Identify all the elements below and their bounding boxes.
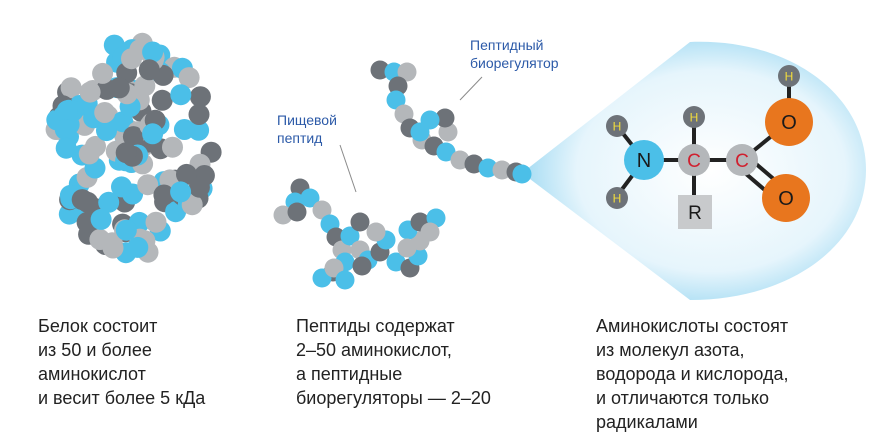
protein-bead — [54, 119, 76, 141]
protein-bead — [137, 174, 159, 196]
food-peptide-bead — [335, 270, 355, 290]
hydrogen-label-n-top: H — [613, 120, 622, 134]
food-peptide-bead — [312, 200, 332, 220]
hydrogen-label-n-bottom: H — [613, 192, 622, 206]
hydrogen-atom-n-top — [606, 115, 628, 137]
protein-bead — [78, 143, 100, 165]
protein-bead — [111, 176, 132, 198]
bioregulator-bead — [436, 142, 456, 162]
food-peptide-bead — [352, 256, 372, 276]
alpha-carbon-atom — [678, 144, 710, 176]
protein-bead — [145, 211, 167, 233]
food-peptide-chain — [273, 178, 446, 290]
protein-bead — [60, 77, 82, 99]
hydroxyl-oxygen-label: O — [781, 112, 797, 134]
hydrogen-label-alpha: H — [690, 111, 699, 125]
food-peptide-bead — [300, 188, 320, 208]
protein-bead — [170, 84, 192, 106]
amino-acids-caption: Аминокислоты состоят из молекул азота, в… — [596, 316, 789, 432]
protein-bead — [178, 67, 200, 89]
bioregulator-bead — [410, 122, 430, 142]
protein-bead — [151, 89, 173, 111]
protein-caption: Белок состоит из 50 и более аминокислот … — [38, 316, 206, 408]
food-peptide-bead — [324, 258, 344, 278]
hydroxyl-oxygen-atom — [765, 98, 813, 146]
protein-bead — [142, 41, 164, 63]
protein-bead — [71, 189, 93, 211]
food-peptide-label: Пищевой пептид — [277, 112, 337, 146]
bioregulator-bead — [512, 164, 532, 184]
protein-bead — [138, 59, 160, 81]
food-peptide-pointer — [339, 144, 357, 193]
hydrogen-atom-hydroxyl — [778, 65, 800, 87]
alpha-carbon-label: C — [687, 151, 701, 172]
protein-bead — [115, 219, 137, 241]
protein-bead — [94, 102, 116, 123]
hydrogen-label-hydroxyl: H — [785, 70, 794, 84]
amino-acid-molecule: N C C H H H H O O R — [606, 65, 813, 229]
food-peptide-bead — [420, 222, 440, 242]
protein-bead — [115, 142, 137, 164]
protein-bead — [98, 191, 120, 213]
protein-bead — [55, 137, 77, 159]
food-peptide-bead — [350, 212, 370, 232]
bioregulator-bead — [370, 60, 390, 80]
peptide-bioregulator-label: Пептидный биорегулятор — [470, 37, 559, 71]
protein-bead — [56, 100, 78, 122]
radical-group — [678, 195, 712, 229]
protein-bead — [79, 81, 101, 103]
bioregulator-pointer — [459, 76, 483, 101]
carbonyl-oxygen-label: O — [778, 188, 794, 210]
protein-bead — [162, 136, 183, 158]
peptide-bioregulator-chain — [370, 60, 532, 184]
peptides-caption: Пептиды содержат 2–50 аминокислот, а пеп… — [296, 316, 491, 408]
hydrogen-atom-n-bottom — [606, 187, 628, 209]
food-peptide-bead — [287, 202, 307, 222]
protein-bead — [134, 75, 156, 97]
protein-bead — [176, 163, 197, 185]
protein-bead — [122, 126, 144, 148]
protein-bead — [142, 123, 164, 145]
bioregulator-bead — [478, 158, 498, 178]
nitrogen-label: N — [637, 150, 651, 172]
food-peptide-bead — [340, 226, 360, 246]
bioregulator-bead — [388, 76, 408, 96]
protein-bead — [188, 176, 210, 198]
protein-bead — [189, 86, 211, 108]
hydrogen-atom-alpha — [683, 106, 705, 128]
protein-bead — [170, 181, 192, 203]
protein-bead — [121, 48, 142, 70]
protein-bead — [173, 119, 195, 140]
bioregulator-bead — [435, 108, 455, 128]
protein-bead — [188, 104, 210, 125]
bioregulator-bead — [386, 90, 406, 110]
carboxyl-carbon-atom — [726, 144, 758, 176]
radical-label: R — [688, 203, 702, 224]
protein-bead — [92, 62, 114, 84]
carboxyl-carbon-label: C — [735, 151, 749, 172]
protein-bead — [108, 77, 130, 99]
carbonyl-oxygen-atom — [762, 174, 810, 222]
protein-bead — [127, 236, 149, 258]
protein-bead — [96, 120, 117, 142]
bioregulator-bead — [397, 62, 417, 82]
protein-cluster — [45, 32, 222, 264]
food-peptide-bead — [366, 222, 386, 242]
food-peptide-bead — [397, 238, 417, 258]
protein-bead — [153, 184, 175, 206]
bioregulator-bead — [492, 160, 512, 180]
nitrogen-atom — [624, 140, 664, 180]
protein-bead — [90, 208, 112, 230]
